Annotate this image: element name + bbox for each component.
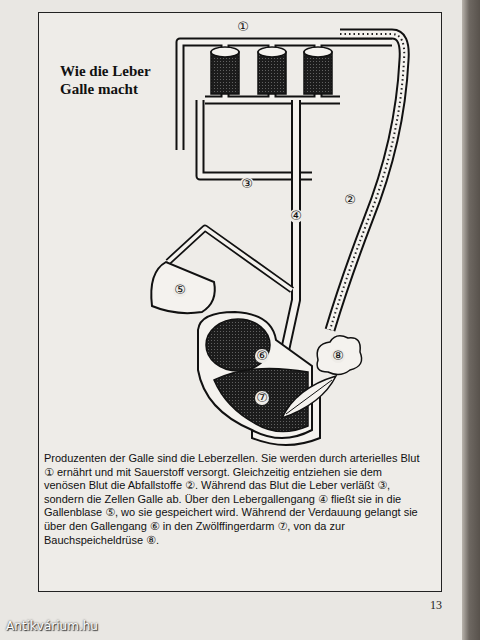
- book-edge-shadow: [462, 0, 480, 640]
- diagram-title: Wie die Leber Galle macht: [60, 62, 180, 98]
- callout-number: ⑤: [173, 283, 187, 297]
- watermark: Antikvárium.hu: [6, 619, 98, 633]
- callout-number: ⑧: [331, 349, 345, 363]
- callout-number: ⑦: [255, 391, 269, 405]
- figure-caption: Produzenten der Galle sind die Leberzell…: [44, 452, 424, 547]
- callout-number: ③: [240, 177, 254, 191]
- page-number: 13: [430, 598, 442, 613]
- callout-number: ①: [236, 20, 250, 34]
- callout-number: ②: [343, 193, 357, 207]
- callout-number: ⑥: [255, 349, 269, 363]
- callout-number: ④: [289, 209, 303, 223]
